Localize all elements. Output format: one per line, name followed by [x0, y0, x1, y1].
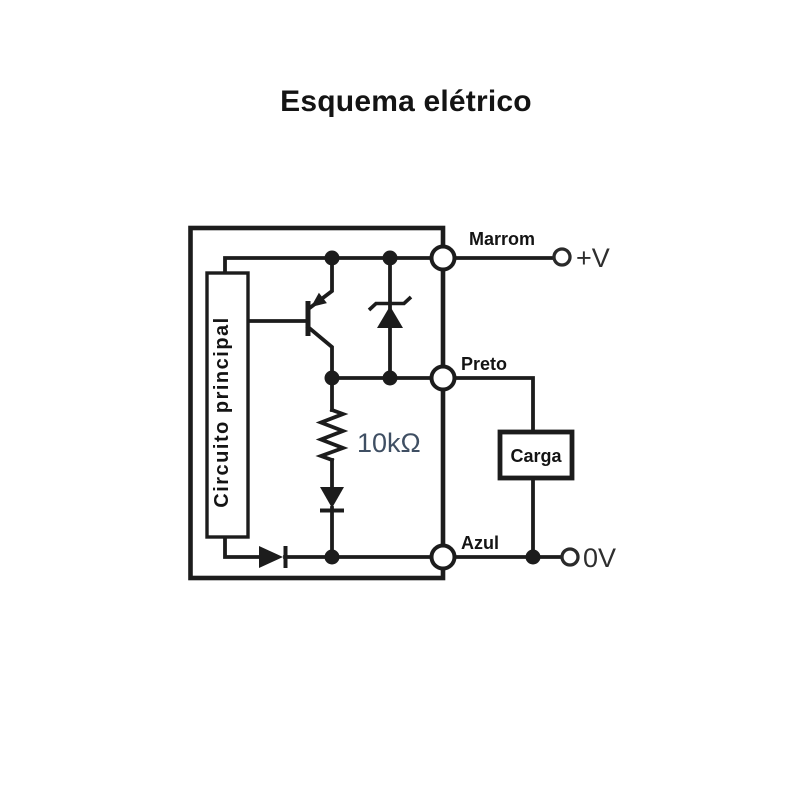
main-circuit-box	[205, 271, 250, 539]
junction-dot	[324, 549, 340, 565]
junction-dot	[382, 250, 398, 266]
junction-dot	[525, 549, 541, 565]
diode-right-triangle	[259, 546, 283, 568]
junction-dot	[324, 250, 340, 266]
diode-down-icon	[320, 487, 344, 513]
load-label: Carga	[510, 446, 562, 466]
terminal-label-plus-v: +V	[576, 243, 610, 273]
diode-down-triangle	[320, 487, 344, 508]
page-title: Esquema elétrico	[280, 85, 532, 118]
terminal-label-0v: 0V	[583, 543, 616, 573]
resistor-value-label: 10kΩ	[357, 428, 421, 458]
zener-cathode-bar	[367, 295, 413, 312]
terminal-0v	[560, 547, 580, 567]
main-circuit-label: Circuito principal	[211, 316, 233, 507]
terminal-plus-v	[552, 247, 572, 267]
wire-transistor-collector	[305, 324, 334, 380]
terminal-azul	[429, 543, 457, 571]
terminal-marrom	[429, 244, 457, 272]
pnp-transistor-icon	[305, 292, 327, 336]
junction-dot	[382, 370, 398, 386]
zener-triangle	[377, 306, 403, 328]
wire-bottom-left	[223, 535, 262, 559]
diode-right-icon	[259, 546, 288, 568]
junction-dot	[324, 370, 340, 386]
wire-label-marrom: Marrom	[469, 229, 535, 249]
resistor-zigzag	[315, 407, 349, 463]
load-box	[497, 429, 575, 481]
wire-label-azul: Azul	[461, 533, 499, 553]
wire-label-preto: Preto	[461, 354, 507, 374]
zener-diode-icon	[367, 295, 413, 328]
wire-top-rail	[223, 256, 445, 275]
wire-preto-to-load	[441, 376, 535, 434]
terminal-preto	[429, 364, 457, 392]
transistor-emitter-arrow	[311, 292, 327, 307]
